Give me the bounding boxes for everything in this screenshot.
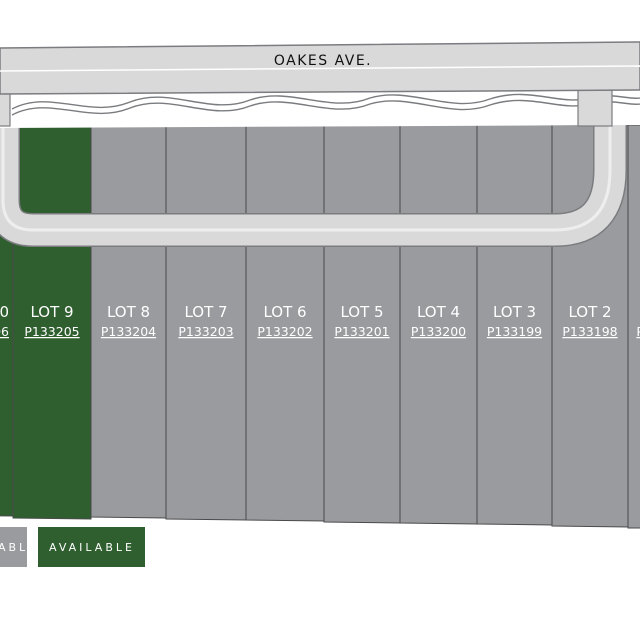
lot-label: LOT 2 [568,303,611,321]
legend-unavailable-swatch [0,527,27,567]
lot-parcel-6[interactable] [245,124,325,522]
street-oakes-ave: OAKES AVE. [0,41,640,95]
lot-parcel-id: P133204 [101,324,156,339]
lot-label: LOT 6 [263,303,306,321]
legend-available-label: AVAILABLE [49,541,135,554]
lot-parcel-id: P133200 [411,324,466,339]
street-name-label: OAKES AVE. [274,53,372,69]
lot-label: LOT 7 [184,303,227,321]
lot-label: LOT 3 [493,303,536,321]
legend-available: AVAILABLE [38,527,145,567]
lots-layer [0,124,640,529]
lot-parcel-id: P133199 [487,324,542,339]
lot-labels-layer: LOT 10 P133206 LOT 9 P133205 LOT 8 P133204 LOT… [0,303,640,339]
internal-drive [0,83,627,247]
lot-parcel-id: P133205 [24,324,79,339]
lot-parcel-1[interactable] [627,124,640,529]
legend: UNAVAILABLE AVAILABLE [0,527,145,567]
lot-parcel-id: P133206 [0,324,9,339]
lot-parcel-7[interactable] [165,124,247,521]
lot-label: LOT 10 [0,303,9,321]
lot-label: LOT 9 [30,303,73,321]
legend-available-swatch [38,527,145,567]
legend-unavailable-label: UNAVAILABLE [0,541,38,554]
lot-parcel-id: P133201 [334,324,389,339]
lot-label: LOT 8 [107,303,150,321]
lot-parcel-id: P133198 [562,324,617,339]
legend-unavailable: UNAVAILABLE [0,527,38,567]
buffer-strip [0,88,640,128]
lot-label: LOT 5 [340,303,383,321]
lot-parcel-id: P133203 [178,324,233,339]
lot-parcel-8[interactable] [90,124,167,519]
lot-parcel-id: P133202 [257,324,312,339]
lot-label: LOT 4 [417,303,460,321]
lot-parcel-id: P133197 [636,324,640,339]
lot-parcel-9[interactable] [12,124,92,520]
